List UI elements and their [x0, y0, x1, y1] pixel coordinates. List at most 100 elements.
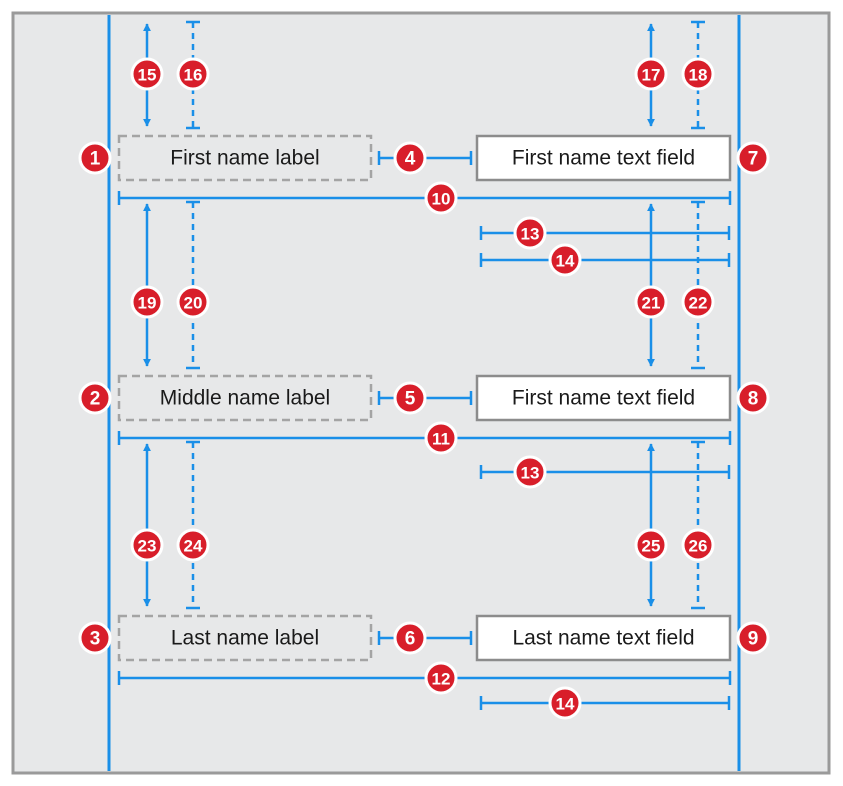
callout-badge-number: 13	[521, 225, 540, 244]
callout-badge: 10	[424, 181, 458, 215]
label-field-gap-constraint: 5	[377, 381, 473, 415]
form-row: Last name label Last name text field 6 3 9 12	[78, 614, 770, 695]
callout-badge-circle	[513, 216, 547, 250]
callout-badge: 17	[634, 57, 668, 91]
callout-badge: 4	[393, 141, 427, 175]
vertical-spacing-constraint: 18	[681, 20, 715, 130]
callout-badge-circle	[736, 141, 770, 175]
callout-badge-circle	[681, 57, 715, 91]
callout-badge-circle	[78, 621, 112, 655]
callout-badge-circle	[393, 381, 427, 415]
callout-badge: 9	[736, 621, 770, 655]
callout-badge-circle	[424, 421, 458, 455]
label-text: Last name label	[171, 627, 319, 650]
callout-badge-number: 19	[138, 294, 157, 313]
vertical-spacing-dashed	[186, 20, 200, 130]
text-field-box	[475, 614, 732, 662]
callout-badge: 12	[424, 661, 458, 695]
callout-badge-circle	[634, 57, 668, 91]
field-width-constraint: 13	[479, 216, 731, 250]
callout-badge-number: 8	[748, 389, 759, 410]
row-width-constraint: 11	[117, 421, 732, 455]
callout-badge-circle	[736, 621, 770, 655]
callout-badge-number: 20	[184, 294, 203, 313]
text-field-text: First name text field	[512, 387, 695, 410]
label-placeholder	[117, 134, 373, 182]
callout-badge-circle	[176, 285, 210, 319]
callout-badge-circle	[130, 528, 164, 562]
callout-badge-number: 3	[90, 629, 101, 650]
callout-badge-circle	[78, 141, 112, 175]
field-width-constraint: 13	[479, 455, 731, 489]
text-field-text: Last name text field	[512, 627, 694, 650]
label-placeholder	[117, 374, 373, 422]
callout-badge: 24	[176, 528, 210, 562]
vertical-spacing-constraint: 17	[634, 23, 668, 127]
callout-badge: 23	[130, 528, 164, 562]
label-field-gap-constraint: 4	[377, 141, 473, 175]
callout-badge-number: 15	[138, 66, 157, 85]
callout-badge-number: 26	[689, 537, 708, 556]
callout-badge: 22	[681, 285, 715, 319]
callout-badge-number: 11	[432, 430, 450, 449]
callout-badge: 2	[78, 381, 112, 415]
callout-badge-number: 14	[556, 695, 575, 714]
callout-badge-number: 23	[138, 537, 157, 556]
callout-badge-number: 18	[689, 66, 708, 85]
callout-badge-number: 25	[642, 537, 661, 556]
callout-badge: 6	[393, 621, 427, 655]
row-width-constraint: 12	[117, 661, 732, 695]
callout-badge-number: 13	[521, 464, 540, 483]
field-width-constraint: 14	[479, 686, 731, 720]
vertical-spacing-constraint: 23	[130, 443, 164, 607]
callout-badge-number: 14	[556, 252, 575, 271]
vertical-spacing-constraint: 15	[130, 23, 164, 127]
callout-badge: 1	[78, 141, 112, 175]
vertical-spacing-dashed	[691, 440, 705, 610]
row-width-constraint: 10	[117, 181, 732, 215]
callout-badge-circle	[176, 57, 210, 91]
callout-badge-number: 22	[689, 294, 708, 313]
callout-badge-number: 6	[405, 629, 416, 650]
label-text: First name label	[170, 147, 319, 170]
vertical-spacing-dashed	[691, 20, 705, 130]
callout-badge-number: 10	[432, 190, 451, 209]
callout-badge: 20	[176, 285, 210, 319]
callout-badge: 16	[176, 57, 210, 91]
label-placeholder	[117, 614, 373, 662]
callout-badge: 19	[130, 285, 164, 319]
callout-badge-circle	[548, 686, 582, 720]
callout-badge-circle	[634, 528, 668, 562]
vertical-spacing-constraint: 21	[634, 203, 668, 367]
vertical-spacing-constraint: 16	[176, 20, 210, 130]
callout-badge: 11	[424, 421, 458, 455]
callout-badge-number: 17	[642, 66, 661, 85]
text-field-text: First name text field	[512, 147, 695, 170]
callout-badge: 15	[130, 57, 164, 91]
callout-badge-circle	[681, 528, 715, 562]
vertical-spacing-constraint: 26	[681, 440, 715, 610]
label-field-gap-constraint: 6	[377, 621, 473, 655]
vertical-spacing-constraint: 20	[176, 200, 210, 370]
vertical-spacing-constraint: 19	[130, 203, 164, 367]
callout-badge: 18	[681, 57, 715, 91]
callout-badge: 5	[393, 381, 427, 415]
callout-badge-number: 21	[642, 294, 661, 313]
vertical-spacing-dashed	[186, 440, 200, 610]
callout-badge: 13	[513, 216, 547, 250]
callout-badge-circle	[424, 181, 458, 215]
callout-badge-circle	[681, 285, 715, 319]
callout-badge-circle	[130, 285, 164, 319]
text-field-box	[475, 374, 732, 422]
vertical-spacing-dashed	[691, 200, 705, 370]
callout-badge-number: 1	[90, 149, 101, 170]
callout-badge-circle	[424, 661, 458, 695]
callout-badge-circle	[736, 381, 770, 415]
field-width-constraint: 14	[479, 243, 731, 277]
callout-badge: 3	[78, 621, 112, 655]
callout-badge-circle	[130, 57, 164, 91]
vertical-spacing-constraint: 25	[634, 443, 668, 607]
callout-badge-number: 2	[90, 389, 101, 410]
